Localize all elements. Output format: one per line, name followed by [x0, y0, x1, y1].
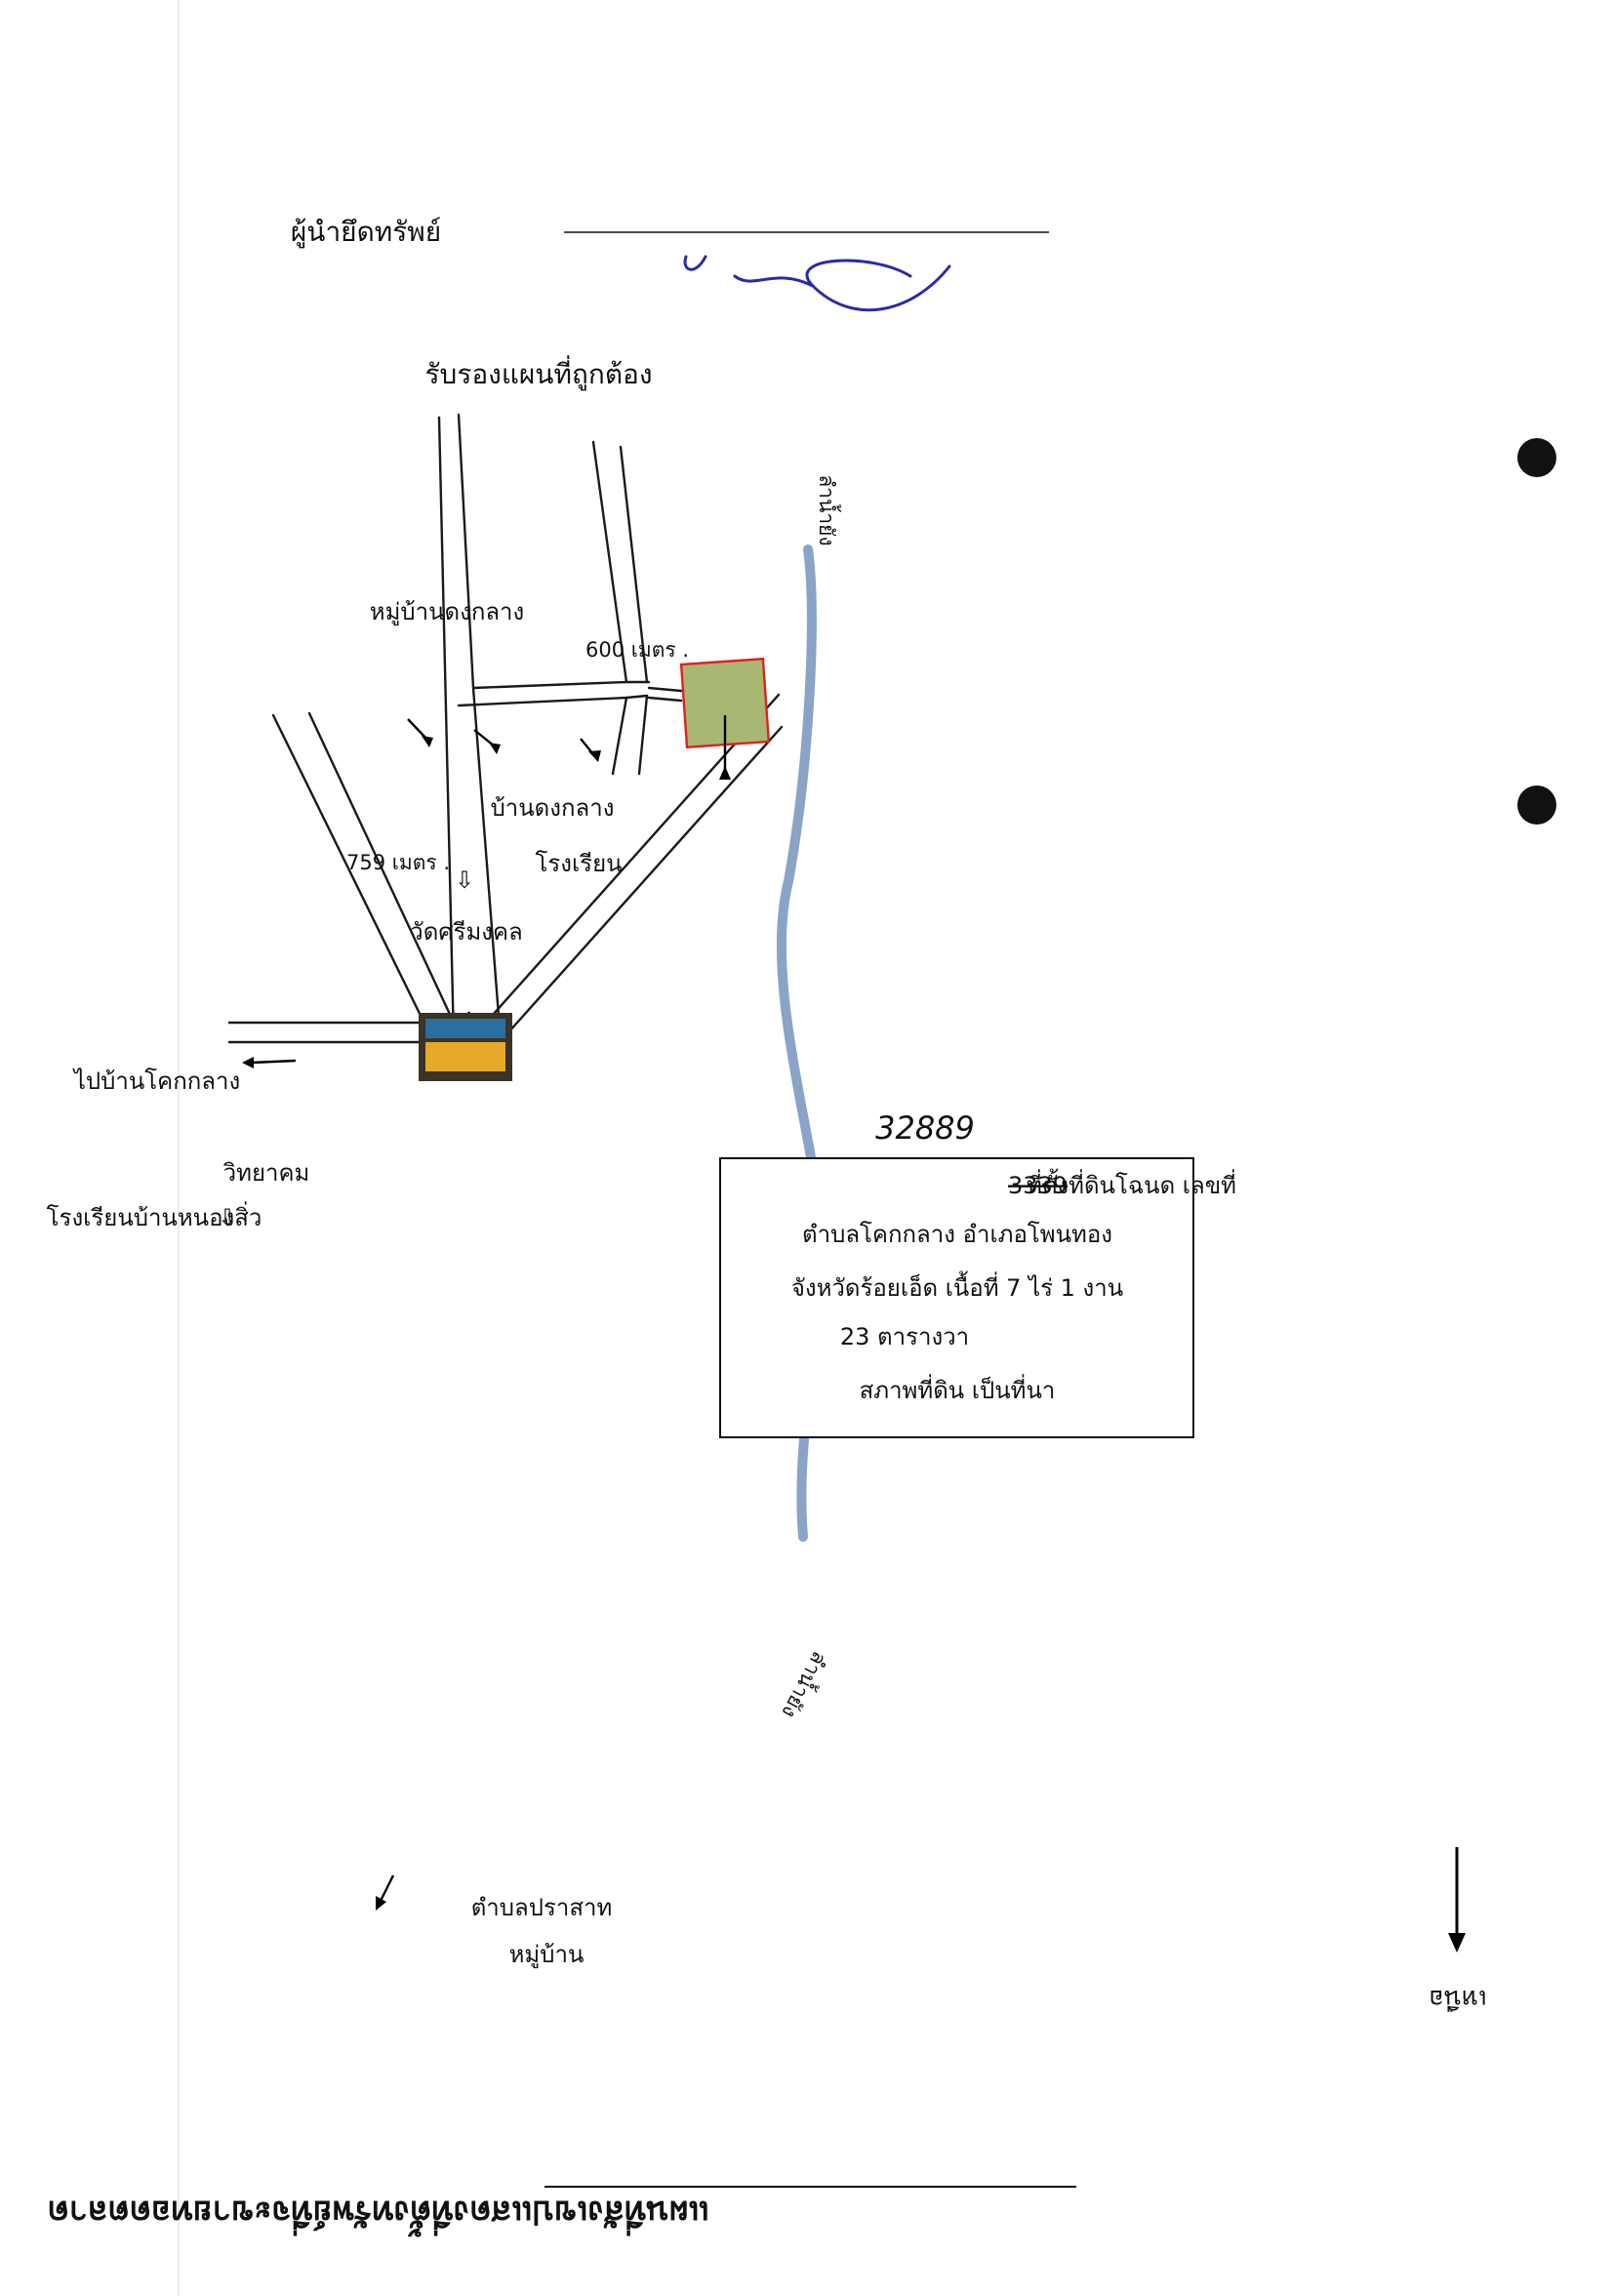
north-label: เหนือ [1429, 1984, 1486, 2013]
label-village-south-1: หมู่บ้าน [509, 1941, 585, 1969]
lane-south-east-edge [637, 694, 649, 776]
distance-600m: 600 เมตร . [585, 638, 689, 662]
map-title: แผนที่สังเขปแสดงที่ตั้งทรัพย์ที่จะขายทอด… [48, 2193, 710, 2237]
sw-road-east-edge [307, 711, 456, 1025]
info-line-4: 23 ตารางวา [840, 1323, 969, 1350]
label-school-right: โรงเรียนบ้านหนองสิ่ว [47, 1201, 262, 1231]
info-line-3: จังหวัดร้อยเอ็ด เนื้อที่ 7 ไร่ 1 งาน [791, 1270, 1123, 1302]
info-box-frame [719, 1157, 1194, 1438]
punch-hole-bottom [1517, 438, 1556, 477]
arrow-branch-head [489, 743, 501, 754]
arrow-west [251, 1059, 297, 1065]
east-road-north-edge [499, 725, 784, 1043]
distance-759m: 759 เมตร . [346, 851, 450, 874]
info-deed-crossed: 3339 [1008, 1172, 1068, 1199]
stream-label-top: ลำน้ำยัง [815, 474, 841, 545]
info-box: ที่ตั้งที่ดินโฉนด เลขที่ 3339 ตำบลโคกกลา… [719, 1157, 1236, 1438]
temple-photo-water [425, 1019, 505, 1038]
label-school-right-icon: ⇩ [218, 1204, 237, 1231]
info-line-2: ตำบลโคกกลาง อำเภอโพนทอง [802, 1221, 1112, 1248]
arrow-west-head [242, 1057, 254, 1068]
info-line-1: ที่ตั้งที่ดินโฉนด เลขที่ [1027, 1168, 1236, 1199]
label-school-icon-glyph: ⇩ [455, 866, 474, 894]
plot-spur-south [647, 696, 683, 703]
arrow-sw-head [376, 1896, 386, 1911]
label-school: โรงเรียน [535, 850, 622, 877]
lane-south-west-edge [611, 696, 628, 776]
lane-west-edge [591, 440, 628, 684]
arrow-main-north-head [422, 736, 433, 747]
plot-spur-north [647, 686, 683, 693]
handwritten-deed-number: 32889 [875, 1109, 975, 1147]
certification-text: รับรองแผนที่ถูกต้อง [425, 355, 653, 391]
north-arrow-head [1448, 1933, 1466, 1953]
lane-east-edge [619, 445, 649, 684]
punch-hole-top [1517, 785, 1556, 825]
label-village-north: หมู่บ้านดงกลาง [370, 598, 525, 626]
signature-role: ผู้นำยึดทรัพย์ [291, 216, 441, 249]
plot-pointer-head [719, 766, 731, 780]
label-village-south-2: ตำบลปราสาท [471, 1894, 613, 1921]
arrow-plot-head [588, 750, 601, 762]
label-to-district: ไปบ้านโคกกลาง [72, 1067, 240, 1095]
east-road-south-edge [491, 693, 781, 1017]
land-plot [679, 657, 771, 749]
signature [683, 255, 951, 312]
main-road-west-edge [437, 416, 456, 1044]
arrow-sw [379, 1874, 395, 1902]
label-temple: วัดศรีมงคล [410, 918, 523, 946]
info-line-5: สภาพที่ดิน เป็นที่นา [860, 1374, 1056, 1404]
sw-road-west-edge [271, 713, 428, 1029]
temple-photo-gold [425, 1042, 505, 1071]
label-school-right-sub: วิทยาคม [222, 1159, 309, 1187]
label-ban-dongklang: บ้านดงกลาง [491, 794, 615, 822]
